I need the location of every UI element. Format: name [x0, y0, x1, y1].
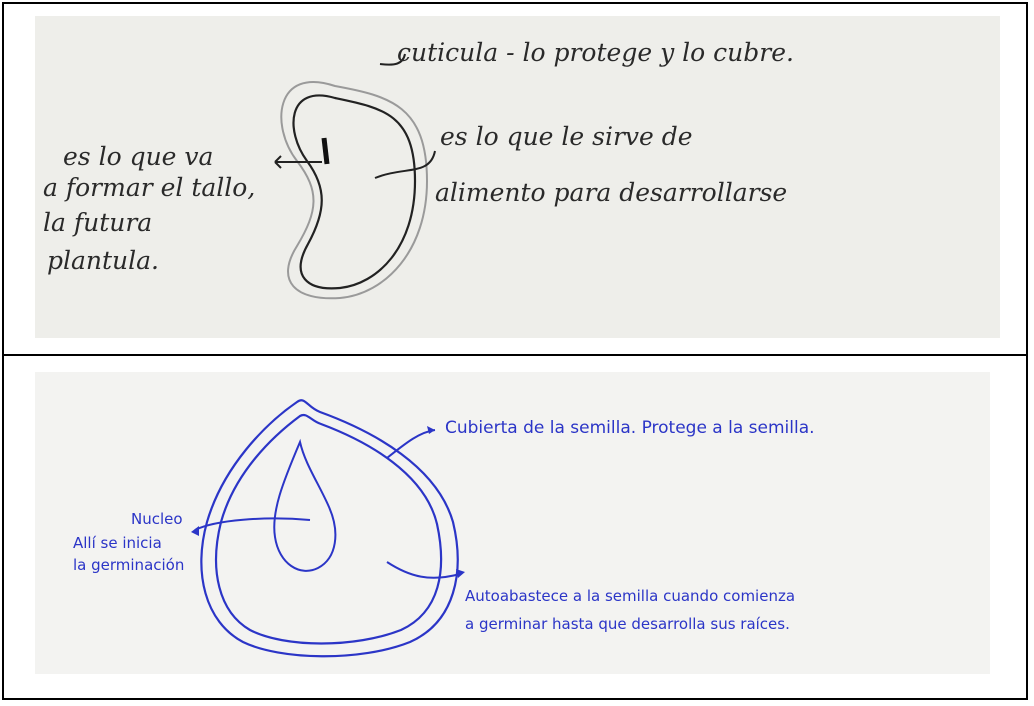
- seed-outer-outline: [200, 399, 459, 658]
- seed-inner-outline: [215, 413, 443, 645]
- reserve-pointer: [386, 561, 461, 579]
- cover-pointer-head: [427, 426, 435, 434]
- embryo-label-line4: plantula.: [47, 246, 159, 275]
- nucleus-label-line3: la germinación: [73, 556, 185, 574]
- bean-seed-drawing: [274, 53, 436, 300]
- nucleus-label: Nucleo: [131, 510, 183, 528]
- bean-outer-outline: [280, 81, 429, 300]
- cuticle-pointer: [379, 53, 406, 66]
- embryo-label-line3: la futura: [43, 208, 153, 237]
- endosperm-label-line2: alimento para desarrollarse: [435, 178, 788, 207]
- embryo-label-line1: es lo que va: [63, 142, 214, 171]
- row-divider: [2, 354, 1028, 356]
- reserve-label-line1: Autoabastece a la semilla cuando comienz…: [465, 587, 796, 605]
- cover-label: Cubierta de la semilla. Protege a la sem…: [445, 418, 815, 438]
- nucleus-pointer-head: [191, 526, 199, 536]
- embryo-pointer: [274, 155, 322, 169]
- nucleus-label-line2: Allí se inicia: [73, 534, 162, 552]
- endosperm-pointer: [374, 150, 436, 179]
- seed-panel: Cubierta de la semilla. Protege a la sem…: [35, 372, 990, 674]
- seed-drawing: [191, 399, 465, 658]
- nucleus-outline: [273, 438, 337, 572]
- bean-seed-panel: cuticula - lo protege y lo cubre. es lo …: [35, 16, 1000, 338]
- embryo-mark: [321, 137, 330, 165]
- endosperm-label-line1: es lo que le sirve de: [440, 122, 693, 151]
- reserve-pointer-head: [456, 569, 465, 578]
- cover-pointer: [386, 429, 436, 459]
- bean-inner-outline: [292, 94, 417, 290]
- embryo-label-line2: a formar el tallo,: [43, 173, 256, 202]
- nucleus-pointer: [194, 517, 311, 531]
- cuticle-label: cuticula - lo protege y lo cubre.: [397, 38, 794, 67]
- reserve-label-line2: a germinar hasta que desarrolla sus raíc…: [465, 615, 790, 633]
